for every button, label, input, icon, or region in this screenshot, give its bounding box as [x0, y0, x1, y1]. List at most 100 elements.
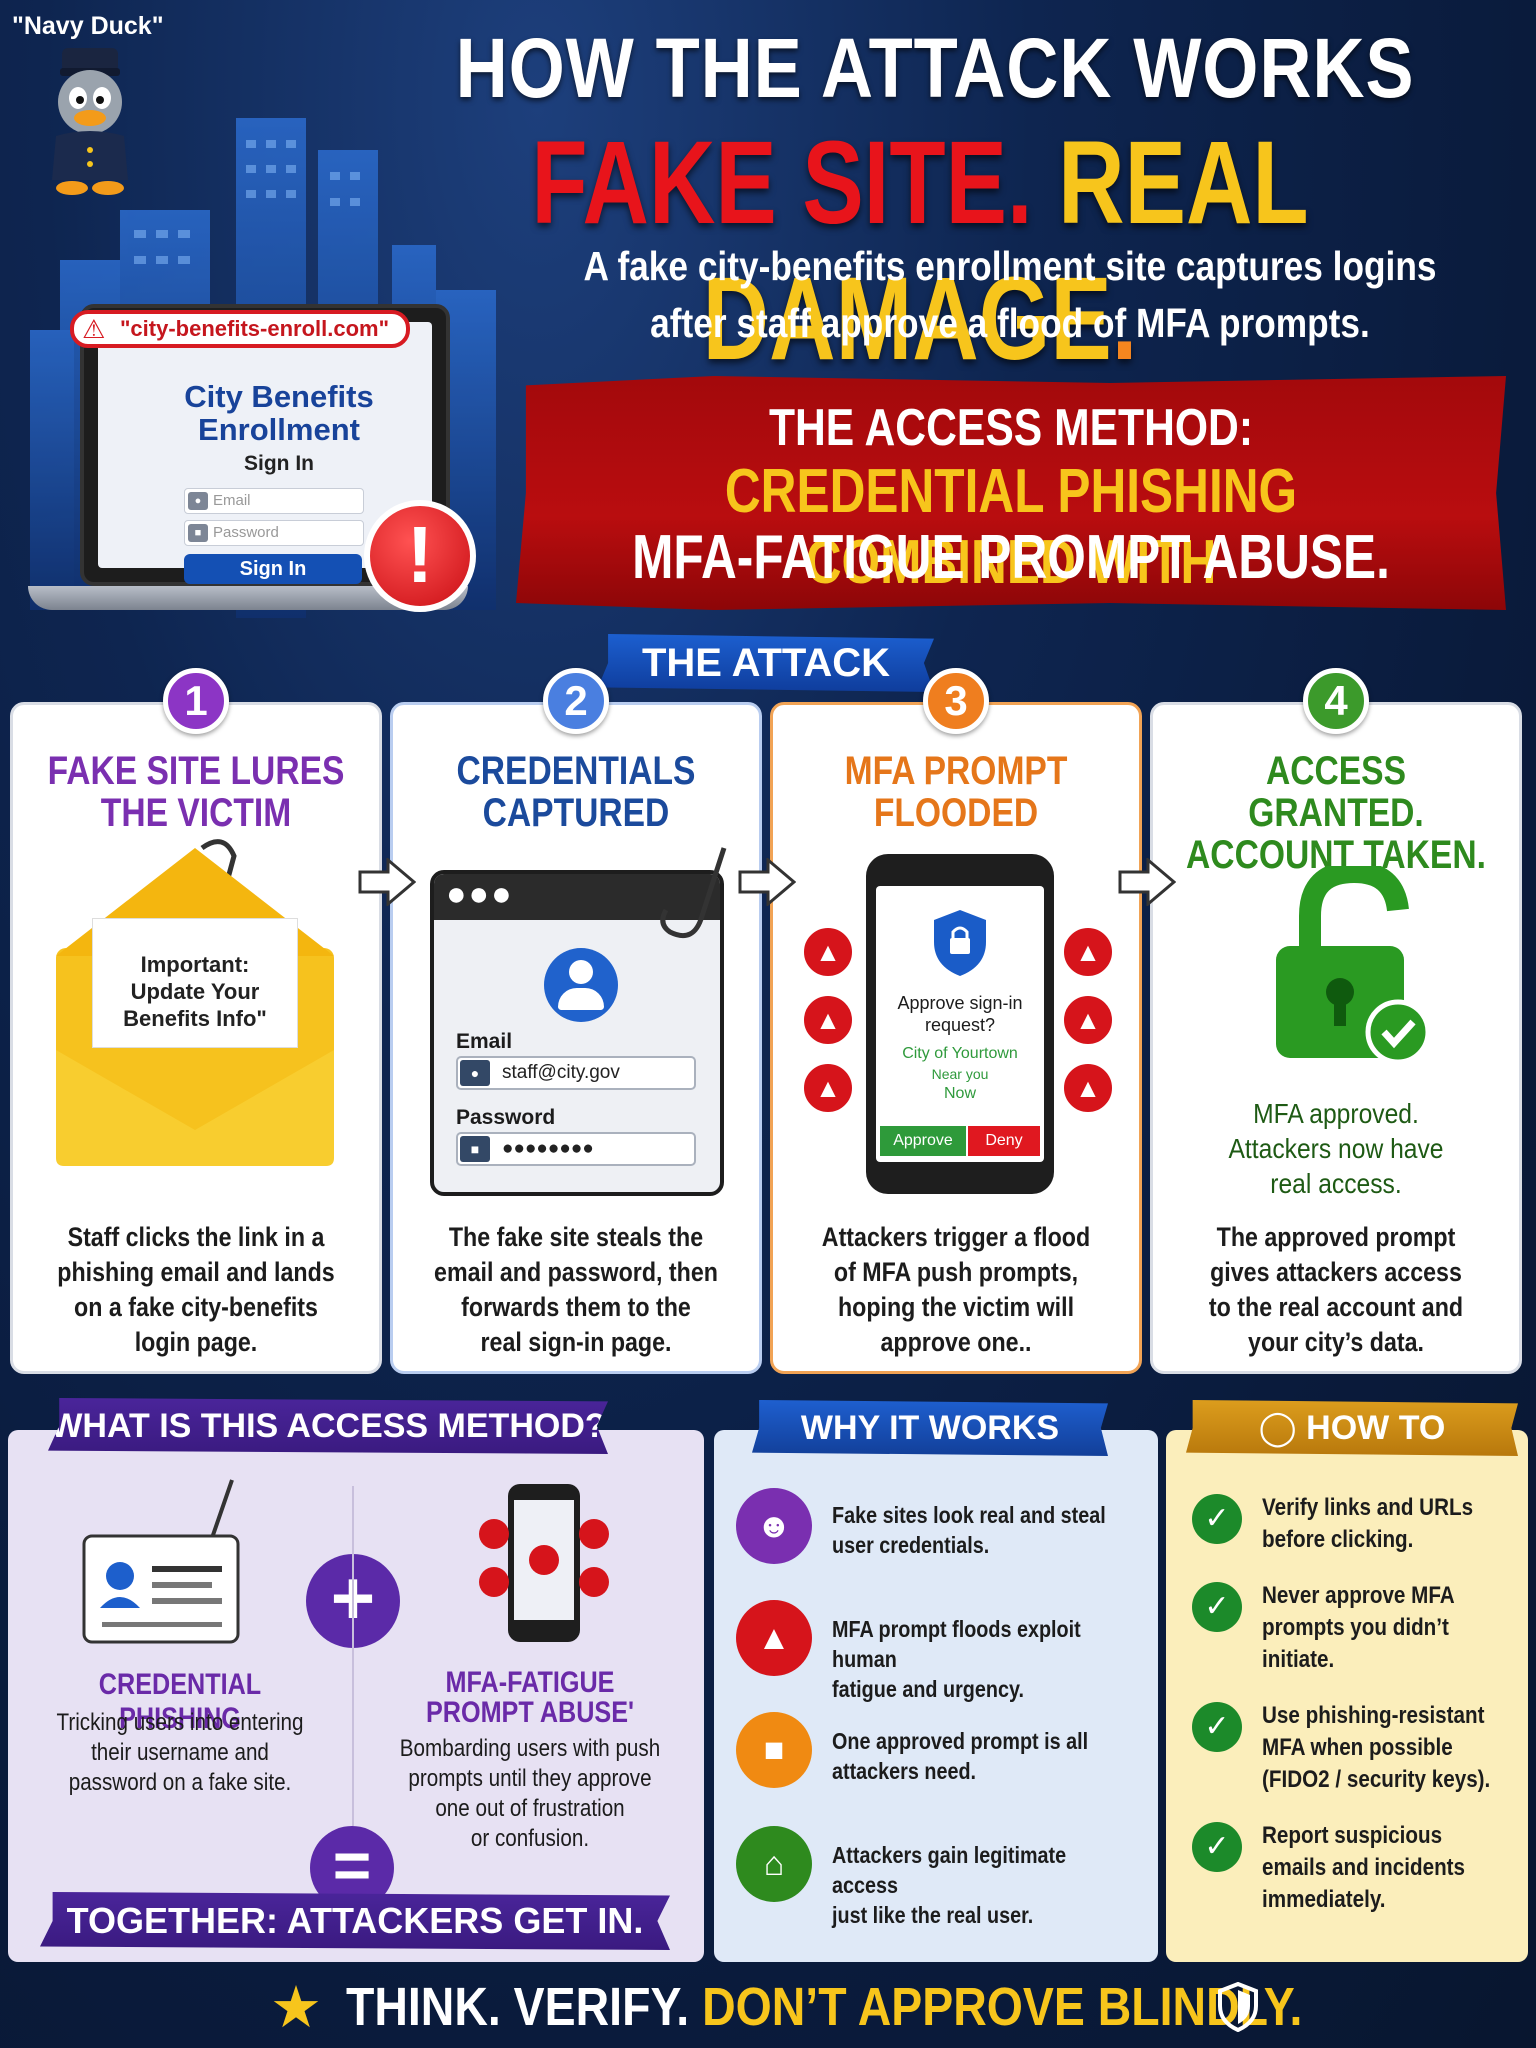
avatar-icon: [544, 948, 618, 1022]
desc-line: forwards them to the: [461, 1292, 691, 1322]
password-field[interactable]: ■Password: [184, 520, 364, 546]
fake-site-title-line: Enrollment: [198, 412, 360, 447]
what-is-banner: WHAT IS THIS ACCESS METHOD?: [48, 1398, 608, 1454]
protect-line: MFA when possible: [1262, 1734, 1453, 1761]
protect-line: before clicking.: [1262, 1526, 1414, 1553]
desc-line: password on a fake site.: [68, 1769, 292, 1796]
user-icon: ●: [460, 1060, 490, 1086]
unlock-icon: ■: [736, 1712, 812, 1788]
protect-line: Verify links and URLs: [1262, 1494, 1474, 1521]
url-bar: "city-benefits-enroll.com": [70, 310, 410, 348]
access-method-line: CREDENTIAL PHISHING COMBINED WITH: [724, 457, 1298, 597]
email-note-line: Important:: [140, 952, 250, 977]
why-line: attackers need.: [832, 1758, 977, 1784]
step-badge: 4: [1303, 668, 1369, 734]
protect-line: prompts you didn’t: [1262, 1614, 1449, 1641]
why-line: Fake sites look real and steal: [832, 1502, 1106, 1528]
phishing-title: CREDENTIAL PHISHING: [98, 1668, 262, 1735]
desc-line: real sign-in page.: [480, 1327, 672, 1357]
phone-screen: Approve sign-in request? City of Yourtow…: [876, 886, 1044, 1162]
desc-line: hoping the victim will: [837, 1292, 1075, 1322]
alert-icon: !: [364, 500, 476, 612]
email-note-line: Update Your: [130, 979, 260, 1004]
step-badge: 3: [923, 668, 989, 734]
fishing-hook-icon: [660, 847, 727, 938]
why-line: One approved prompt is all: [832, 1728, 1089, 1754]
desc-line: The approved prompt: [1216, 1222, 1456, 1252]
access-note-line: real access.: [1270, 1168, 1402, 1199]
desc-line: your city’s data.: [1248, 1327, 1424, 1357]
attack-flow-banner: THE ATTACK FLOW: [598, 634, 934, 692]
step-title-line: CREDENTIALS: [456, 749, 696, 793]
password-value: ●●●●●●●●: [502, 1138, 594, 1159]
star-icon: ★: [270, 1975, 322, 2040]
mfa-title-line: MFA-FATIGUE: [445, 1666, 615, 1699]
access-note-line: Attackers now have: [1228, 1133, 1444, 1164]
footer-slogan: THINK. VERIFY. DON’T APPROVE BLINDLY.: [346, 1976, 1302, 2038]
captured-password-field[interactable]: ■ ●●●●●●●●: [456, 1132, 696, 1166]
how-to-protect-banner: ◯ HOW TO PROTECT: [1186, 1400, 1518, 1456]
step-title-line: ACCESS GRANTED.: [1248, 749, 1424, 835]
captured-email-field[interactable]: ● staff@city.gov: [456, 1056, 696, 1090]
why-line: just like the real user.: [832, 1902, 1034, 1928]
fake-site-title-line: City Benefits: [184, 379, 374, 414]
window-dots: ●●●: [434, 874, 720, 920]
protect-line: emails and incidents: [1262, 1854, 1466, 1881]
email-placeholder: Email: [213, 492, 251, 509]
bell-icon: ▲: [800, 992, 856, 1048]
protect-line: initiate.: [1262, 1646, 1335, 1673]
mfa-location: Near you: [931, 1066, 989, 1082]
protect-line: (FIDO2 / security keys).: [1262, 1766, 1491, 1793]
desc-line: Bombarding users with push: [399, 1735, 661, 1762]
id-card-hook-icon: [82, 1479, 240, 1644]
shield-icon: [1218, 1982, 1258, 2032]
sign-in-heading: Sign In: [244, 452, 314, 475]
why-item-text: One approved prompt is all attackers need…: [832, 1726, 1107, 1786]
access-method-label: THE ACCESS METHOD:: [768, 399, 1254, 457]
desc-line: to the real account and: [1208, 1292, 1464, 1322]
subtitle-line: A fake city-benefits enrollment site cap…: [583, 243, 1437, 289]
page-subtitle: A fake city-benefits enrollment site cap…: [571, 238, 1448, 352]
fake-login-window: ●●● Email ●staff@city.gov Password ■●●●●…: [430, 870, 724, 1196]
desc-line: email and password, then: [434, 1257, 718, 1287]
bell-icon: ▲: [800, 924, 856, 980]
mask-icon: ☻: [736, 1488, 812, 1564]
mfa-question: Approve sign-in request?: [876, 992, 1044, 1036]
approve-button[interactable]: Approve: [880, 1126, 966, 1156]
checkmark-icon: ✓: [1192, 1702, 1242, 1752]
step-badge: 1: [163, 668, 229, 734]
desc-line: login page.: [134, 1327, 258, 1357]
bell-icon: ▲: [1060, 992, 1116, 1048]
email-field[interactable]: ● Email: [184, 488, 364, 514]
footer-white: THINK. VERIFY.: [346, 1977, 690, 2037]
sign-in-button[interactable]: Sign In: [184, 554, 362, 584]
user-icon: ●: [188, 492, 208, 510]
phone-bells-icon: [479, 1484, 609, 1642]
deny-button[interactable]: Deny: [968, 1126, 1040, 1156]
step-title-line: THE VICTIM: [100, 791, 292, 835]
lock-icon: ■: [460, 1136, 490, 1162]
phishing-email-note: Important: Update Your Benefits Info": [92, 918, 298, 1048]
protect-banner-label: HOW TO PROTECT: [1306, 1409, 1446, 1447]
email-value: staff@city.gov: [502, 1062, 620, 1083]
protect-line: immediately.: [1262, 1886, 1386, 1913]
shield-icon: ◯: [1258, 1409, 1307, 1447]
desc-line: or confusion.: [470, 1825, 590, 1852]
step-title: ACCESS GRANTED.ACCOUNT TAKEN.: [1180, 750, 1492, 876]
access-granted-note: MFA approved. Attackers now have real ac…: [1172, 1096, 1499, 1201]
arrow-right-icon: [738, 858, 796, 906]
arrow-right-icon: [358, 858, 416, 906]
why-line: fatigue and urgency.: [832, 1676, 1024, 1702]
desc-line: approve one..: [880, 1327, 1032, 1357]
